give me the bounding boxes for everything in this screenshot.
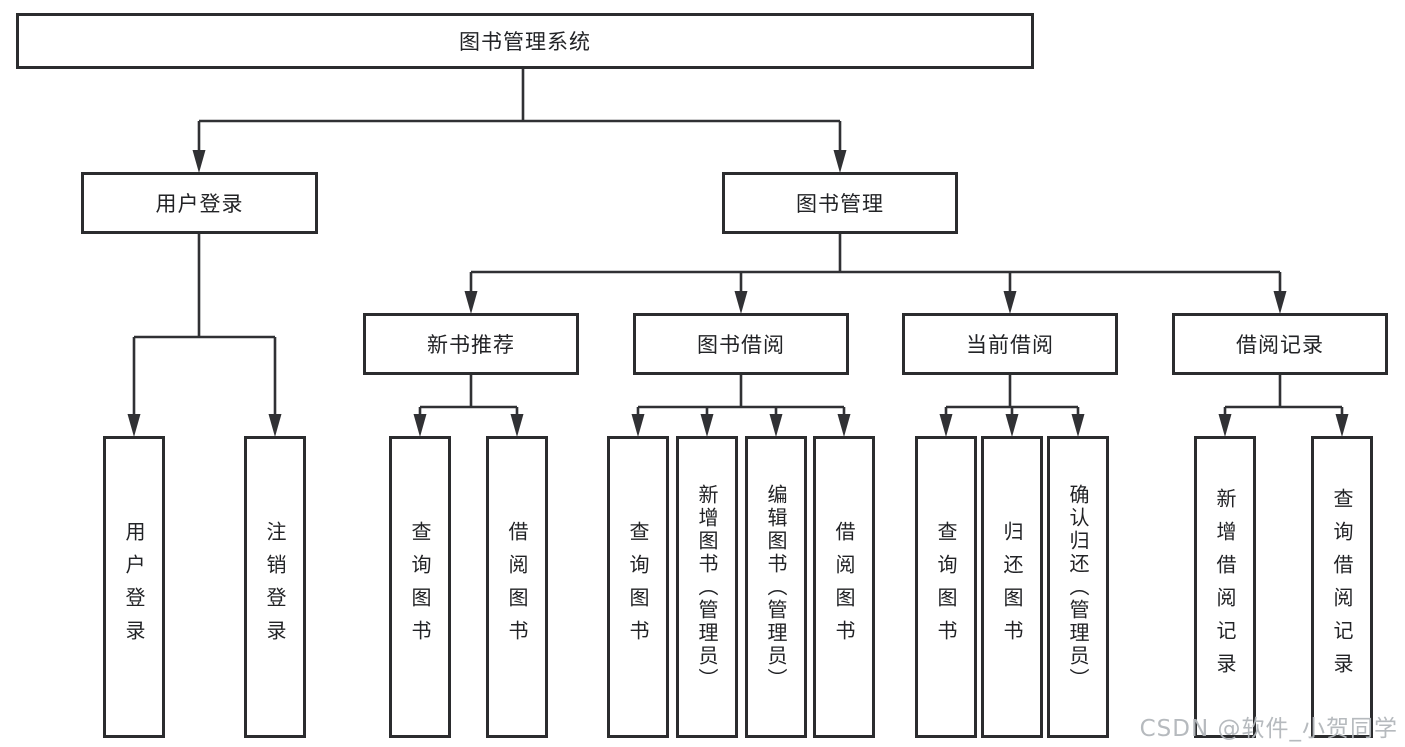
leaf-borrow-books-2-label: 借阅图书 xyxy=(832,521,856,653)
leaf-query-books-1: 查询图书 xyxy=(389,436,451,738)
arrowhead-down-icon xyxy=(192,150,206,173)
leaf-add-books-admin-label: 新增图书（管理员） xyxy=(695,483,719,691)
leaf-query-books-2-label: 查询图书 xyxy=(626,521,650,653)
connector-line xyxy=(418,375,519,430)
leaf-query-borrow-record: 查询借阅记录 xyxy=(1311,436,1373,738)
leaf-add-borrow-record: 新增借阅记录 xyxy=(1194,436,1256,738)
arrowhead-down-icon xyxy=(1218,414,1232,437)
arrowhead-down-icon xyxy=(1003,291,1017,314)
connector-book-mgmt-to-level2 xyxy=(464,234,1287,314)
node-root-label: 图书管理系统 xyxy=(459,30,591,54)
leaf-user-login: 用户登录 xyxy=(103,436,165,738)
node-book-borrow: 图书借阅 xyxy=(633,313,849,375)
connector-line xyxy=(197,69,842,166)
arrowhead-down-icon xyxy=(510,414,524,437)
leaf-query-books-2: 查询图书 xyxy=(607,436,669,738)
leaf-confirm-return-admin: 确认归还（管理员） xyxy=(1047,436,1109,738)
node-user-login-label: 用户登录 xyxy=(155,192,244,216)
arrowhead-down-icon xyxy=(734,291,748,314)
node-current-borrow-label: 当前借阅 xyxy=(966,333,1054,357)
leaf-borrow-books-1: 借阅图书 xyxy=(486,436,548,738)
connector-line xyxy=(469,234,1282,307)
leaf-edit-books-admin: 编辑图书（管理员） xyxy=(745,436,807,738)
connector-user-login-to-leaves xyxy=(127,234,282,437)
arrowhead-down-icon xyxy=(127,414,141,437)
arrowhead-down-icon xyxy=(1005,414,1019,437)
leaf-query-books-3-label: 查询图书 xyxy=(934,521,958,653)
leaf-query-borrow-record-label: 查询借阅记录 xyxy=(1330,488,1354,686)
node-new-book-recommend: 新书推荐 xyxy=(363,313,579,375)
arrowhead-down-icon xyxy=(769,414,783,437)
node-user-login: 用户登录 xyxy=(81,172,318,234)
connector-new-books-to-leaves xyxy=(413,375,524,437)
leaf-confirm-return-admin-label: 确认归还（管理员） xyxy=(1066,483,1090,691)
arrowhead-down-icon xyxy=(833,150,847,173)
arrowhead-down-icon xyxy=(268,414,282,437)
arrowhead-down-icon xyxy=(631,414,645,437)
leaf-logout-label: 注销登录 xyxy=(263,521,287,653)
arrowhead-down-icon xyxy=(1071,414,1085,437)
connector-line xyxy=(132,234,277,430)
leaf-logout: 注销登录 xyxy=(244,436,306,738)
csdn-watermark: CSDN @软件_小贺同学 xyxy=(1139,716,1398,742)
connector-borrow-records-to-leaves xyxy=(1218,375,1349,437)
leaf-add-books-admin: 新增图书（管理员） xyxy=(676,436,738,738)
leaf-add-borrow-record-label: 新增借阅记录 xyxy=(1213,488,1237,686)
arrowhead-down-icon xyxy=(464,291,478,314)
leaf-borrow-books-1-label: 借阅图书 xyxy=(505,521,529,653)
connector-current-borrow-to-leaves xyxy=(939,375,1085,437)
arrowhead-down-icon xyxy=(1273,291,1287,314)
arrowhead-down-icon xyxy=(413,414,427,437)
arrowhead-down-icon xyxy=(939,414,953,437)
leaf-user-login-label: 用户登录 xyxy=(122,521,146,653)
node-book-management: 图书管理 xyxy=(722,172,958,234)
node-new-book-recommend-label: 新书推荐 xyxy=(427,333,515,357)
connector-book-borrow-to-leaves xyxy=(631,375,851,437)
leaf-return-books-label: 归还图书 xyxy=(1000,521,1024,653)
arrowhead-down-icon xyxy=(1335,414,1349,437)
leaf-return-books: 归还图书 xyxy=(981,436,1043,738)
node-book-borrow-label: 图书借阅 xyxy=(697,333,785,357)
node-borrow-records: 借阅记录 xyxy=(1172,313,1388,375)
arrowhead-down-icon xyxy=(837,414,851,437)
arrowhead-down-icon xyxy=(700,414,714,437)
leaf-query-books-3: 查询图书 xyxy=(915,436,977,738)
connector-root-to-level1 xyxy=(192,69,847,173)
leaf-query-books-1-label: 查询图书 xyxy=(408,521,432,653)
node-root-system: 图书管理系统 xyxy=(16,13,1034,69)
node-current-borrow: 当前借阅 xyxy=(902,313,1118,375)
leaf-borrow-books-2: 借阅图书 xyxy=(813,436,875,738)
leaf-edit-books-admin-label: 编辑图书（管理员） xyxy=(764,483,788,691)
connector-line xyxy=(636,375,846,430)
node-book-management-label: 图书管理 xyxy=(796,192,884,216)
node-borrow-records-label: 借阅记录 xyxy=(1236,333,1324,357)
connector-line xyxy=(1223,375,1344,430)
